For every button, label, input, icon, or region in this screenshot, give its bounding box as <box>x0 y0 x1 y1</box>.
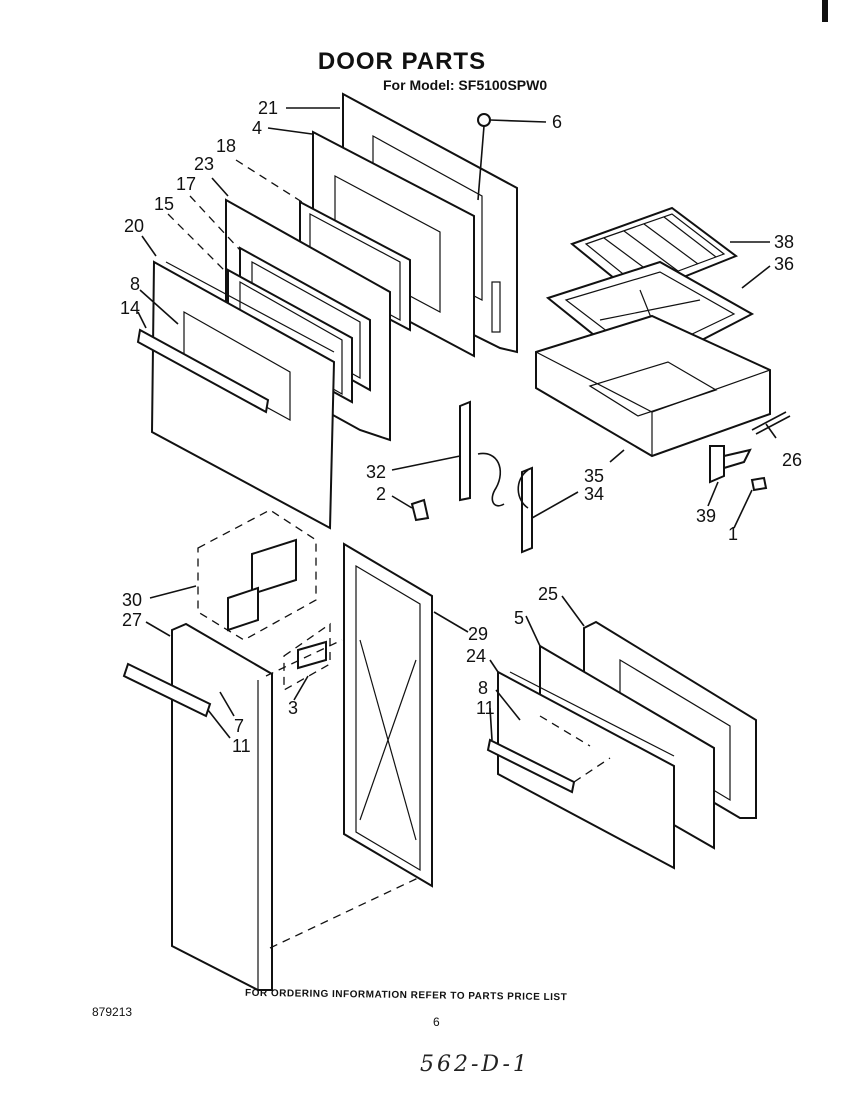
handwritten-note: 562-D-1 <box>420 1052 530 1077</box>
part-14-door-handle <box>136 328 270 414</box>
callout-30: 30 <box>122 590 142 610</box>
callout-24: 24 <box>466 646 486 666</box>
part-1-screw <box>750 476 768 492</box>
part-11-handle-right <box>486 738 576 794</box>
callout-20: 20 <box>124 216 144 236</box>
callout-23: 23 <box>194 154 214 174</box>
part-24-front-panel <box>497 670 675 870</box>
callout-32: 32 <box>366 462 386 482</box>
callout-38: 38 <box>774 232 794 252</box>
callout-8-upper: 8 <box>130 274 140 294</box>
callout-4: 4 <box>252 118 262 138</box>
callout-26: 26 <box>782 450 802 470</box>
part-35-drawer <box>535 314 771 458</box>
part-3-bracket <box>283 622 331 692</box>
part-34-hinge <box>517 466 533 554</box>
callout-34: 34 <box>584 484 604 504</box>
part-6-screw <box>477 113 491 201</box>
page-number: 6 <box>433 1015 440 1029</box>
part-2-screw <box>410 498 430 522</box>
callout-1: 1 <box>728 524 738 544</box>
callout-29: 29 <box>468 624 488 644</box>
callout-3: 3 <box>288 698 298 718</box>
callout-21: 21 <box>258 98 278 118</box>
callout-7: 7 <box>234 716 244 736</box>
corner-mark <box>822 0 828 22</box>
callout-11-left: 11 <box>232 736 251 756</box>
callout-14: 14 <box>120 298 140 318</box>
callout-18: 18 <box>216 136 236 156</box>
callout-36: 36 <box>774 254 794 274</box>
callout-35: 35 <box>584 466 604 486</box>
part-27-door-panel <box>171 622 273 991</box>
part-26-spring <box>751 411 791 435</box>
part-29-inner-door <box>343 542 433 888</box>
part-32-hinge <box>459 400 505 507</box>
part-11-handle-left <box>122 662 212 718</box>
model-subtitle: For Model: SF5100SPW0 <box>383 77 548 93</box>
callout-27: 27 <box>122 610 142 630</box>
callout-15: 15 <box>154 194 174 214</box>
callout-25: 25 <box>538 584 558 604</box>
part-30-hinge-kit <box>197 509 317 641</box>
callout-17: 17 <box>176 174 196 194</box>
diagram-code: 879213 <box>92 1005 133 1019</box>
callout-5: 5 <box>514 608 524 628</box>
page-title: DOOR PARTS <box>317 48 487 75</box>
leader-lines <box>137 107 777 949</box>
callout-39: 39 <box>696 506 716 526</box>
callout-11-right: 11 <box>476 698 495 718</box>
part-39-bracket <box>709 445 752 484</box>
callout-8-lower: 8 <box>478 678 488 698</box>
callout-6: 6 <box>552 112 562 132</box>
callout-2: 2 <box>376 484 386 504</box>
